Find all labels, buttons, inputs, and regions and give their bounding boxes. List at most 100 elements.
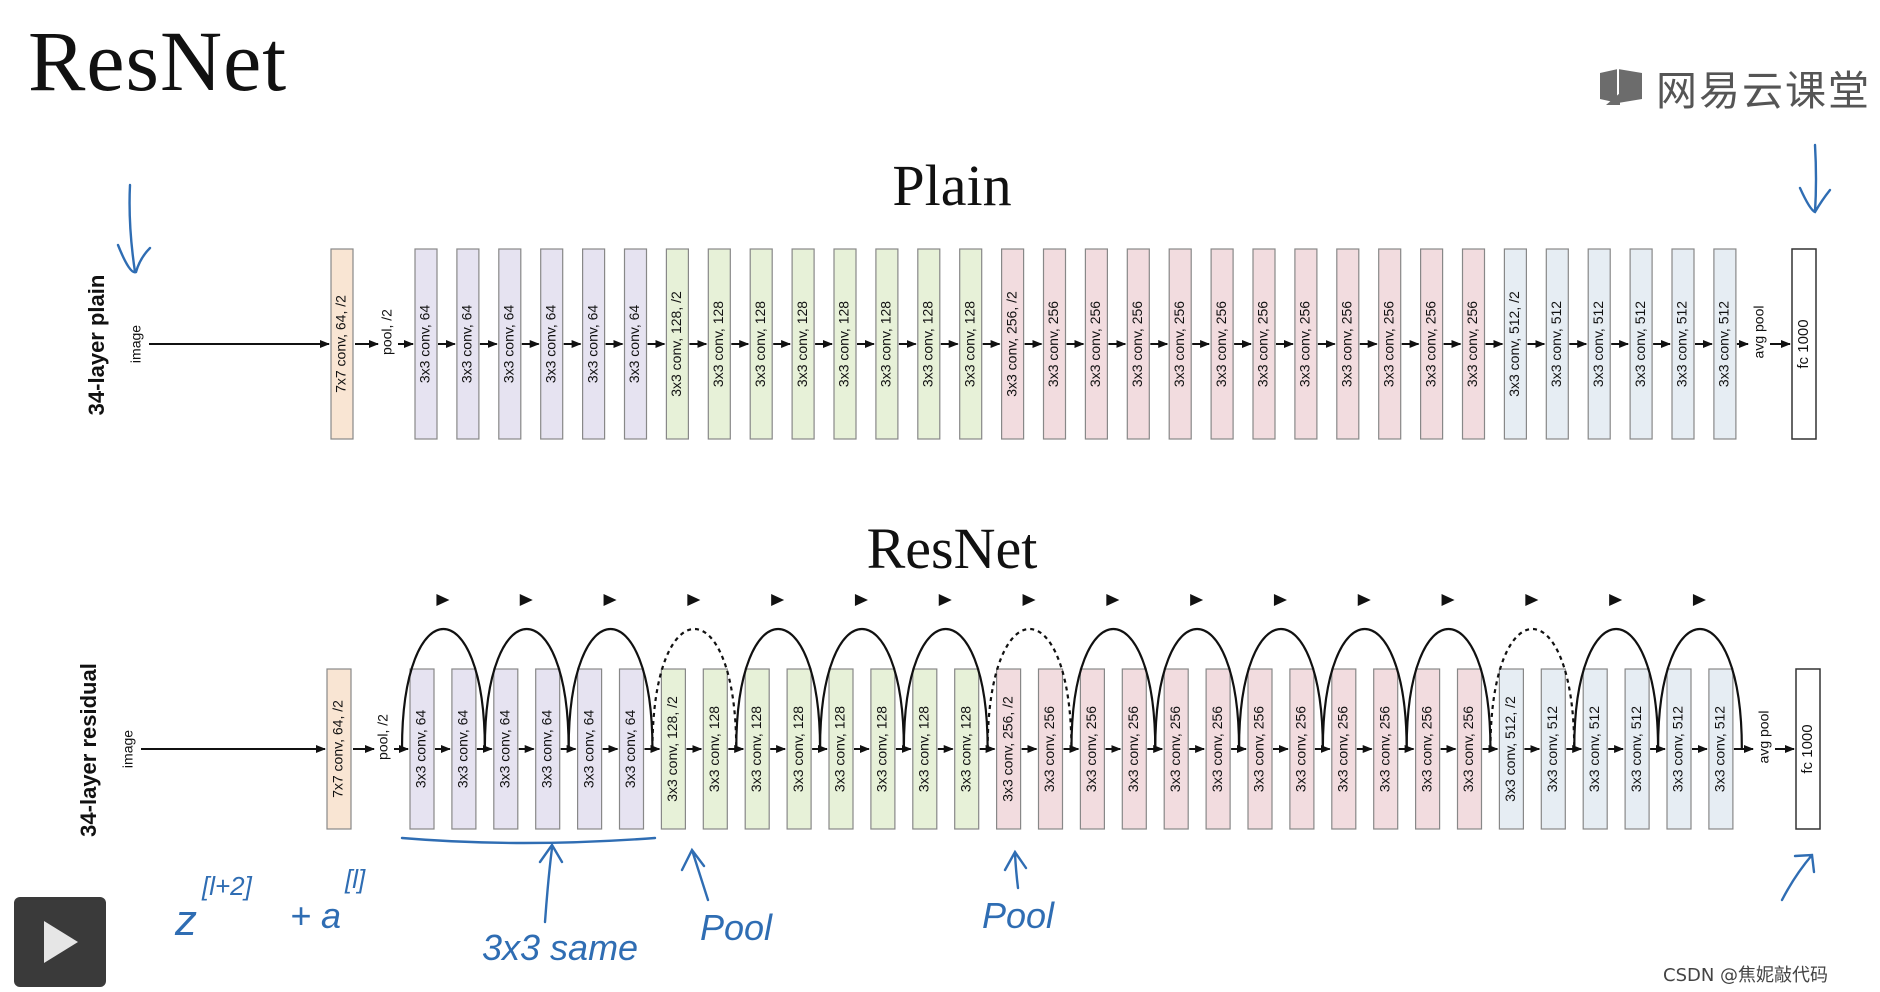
conv-layer-box xyxy=(1624,668,1650,830)
dashed-skip-connection xyxy=(651,628,738,750)
skip-arrowhead xyxy=(1441,594,1455,606)
conv-layer-box xyxy=(618,668,645,830)
conv-layer-box xyxy=(660,668,687,830)
conv-layer-box xyxy=(1294,248,1318,440)
conv-layer-box xyxy=(1666,668,1692,830)
conv-layer-label: 3x3 conv, 64 xyxy=(584,305,600,384)
conv-layer-box xyxy=(1210,248,1234,440)
conv-layer-label: 3x3 conv, 256 xyxy=(1083,706,1099,792)
conv-layer-box xyxy=(456,248,480,440)
conv-layer-label: 3x3 conv, 128 xyxy=(961,301,977,387)
conv-layer-box xyxy=(1289,668,1315,830)
conv-layer-box xyxy=(1336,248,1360,440)
conv-layer-label: 3x3 conv, 512 xyxy=(1632,301,1648,387)
conv-layer-label: 3x3 conv, 512 xyxy=(1716,301,1732,387)
skip-arrowhead xyxy=(1106,594,1120,606)
handwritten-text: z [l+2] + a [l] 3x3 same Pool Pool xyxy=(174,864,1055,968)
conv-layer-box xyxy=(581,248,606,440)
conv-layer-box xyxy=(1252,248,1276,440)
skip-connection xyxy=(1573,628,1660,750)
conv-layer-label: 3x3 conv, 64 xyxy=(413,710,429,789)
skip-connection xyxy=(400,628,486,750)
conv-layer-box xyxy=(1163,668,1189,830)
conv-layer-label: 3x3 conv, 512 xyxy=(1590,301,1606,387)
pool-note-1: Pool xyxy=(700,907,773,948)
conv-layer-box xyxy=(1629,248,1653,440)
conv7-box xyxy=(326,668,352,830)
conv-layer-label: 3x3 conv, 256 xyxy=(1293,706,1309,792)
brace-3x3 xyxy=(400,836,657,845)
conv-layer-box xyxy=(875,248,899,440)
conv-layer-label: 3x3 conv, 64 xyxy=(580,710,596,789)
a-superscript: [l] xyxy=(344,864,366,894)
conv-layer-label: 3x3 conv, 64 xyxy=(501,305,517,384)
book-logo-icon xyxy=(1600,69,1642,105)
conv-layer-label: 3x3 conv, 512 xyxy=(1544,706,1560,792)
conv-layer-box xyxy=(959,248,983,440)
conv-layer-box xyxy=(409,668,435,830)
conv-layer-label: 3x3 conv, 256, /2 xyxy=(1003,291,1019,397)
pool-label: pool, /2 xyxy=(375,714,391,760)
skip-connection xyxy=(483,628,570,750)
conv-layer-box xyxy=(1456,668,1483,830)
conv-layer-label: 3x3 conv, 64 xyxy=(455,710,471,789)
conv-layer-label: 3x3 conv, 512, /2 xyxy=(1506,291,1522,397)
skip-arrowhead xyxy=(1190,594,1204,606)
conv-layer-box xyxy=(702,668,728,830)
skip-arrowhead xyxy=(687,594,701,606)
conv7-label: 7x7 conv, 64, /2 xyxy=(333,295,349,393)
conv-layer-label: 3x3 conv, 256 xyxy=(1380,301,1396,387)
skip-arrowhead xyxy=(771,594,785,606)
residual-network: image 7x7 conv, 64, /2 pool, /2 3x3 conv, 6… xyxy=(120,594,1821,830)
input-label: image xyxy=(120,730,136,768)
conv-layer-box xyxy=(912,668,938,830)
conv-layer-box xyxy=(1247,668,1273,830)
conv-layer-label: 3x3 conv, 64 xyxy=(538,710,554,789)
skip-connection xyxy=(1321,628,1408,750)
skip-arrowhead xyxy=(1609,594,1623,606)
conv-layer-box xyxy=(1126,248,1150,440)
conv-layer-box xyxy=(1461,248,1486,440)
conv-layer-label: 3x3 conv, 256 xyxy=(1251,706,1267,792)
conv-layer-label: 3x3 conv, 128 xyxy=(832,706,848,792)
pool-label: pool, /2 xyxy=(379,309,395,355)
plus-a-label: + a xyxy=(290,895,341,936)
slide-title: ResNet xyxy=(28,13,288,109)
conv-layer-label: 3x3 conv, 512 xyxy=(1628,706,1644,792)
avgpool-label: avg pool xyxy=(1756,711,1772,764)
conv-layer-label: 3x3 conv, 256 xyxy=(1125,706,1141,792)
conv-layer-label: 3x3 conv, 256 xyxy=(1167,706,1183,792)
conv-layer-box xyxy=(1373,668,1399,830)
conv-layer-box xyxy=(1671,248,1695,440)
plain-network: image 7x7 conv, 64, /2 pool, /2 3x3 conv, 6… xyxy=(128,248,1817,440)
conv-layer-box xyxy=(995,668,1022,830)
conv-layer-label: 3x3 conv, 64 xyxy=(497,710,513,789)
play-button[interactable] xyxy=(14,897,106,987)
down-arrow-right xyxy=(1798,143,1832,214)
conv-layer-label: 3x3 conv, 256 xyxy=(1129,301,1145,387)
conv-layer-label: 3x3 conv, 128 xyxy=(706,706,722,792)
arrow-3x3 xyxy=(538,842,564,924)
conv-layer-label: 3x3 conv, 512 xyxy=(1586,706,1602,792)
skip-arrowhead xyxy=(436,594,450,606)
conv-layer-label: 3x3 conv, 128 xyxy=(920,301,936,387)
conv-layer-label: 3x3 conv, 128, /2 xyxy=(664,696,680,802)
conv7-label: 7x7 conv, 64, /2 xyxy=(330,700,346,798)
conv-layer-box xyxy=(1205,668,1231,830)
conv-layer-label: 3x3 conv, 256 xyxy=(1418,706,1434,792)
conv-layer-label: 3x3 conv, 256 xyxy=(1213,301,1229,387)
same-label: 3x3 same xyxy=(482,927,638,968)
conv-layer-label: 3x3 conv, 128 xyxy=(794,301,810,387)
input-label: image xyxy=(128,325,144,363)
conv-layer-box xyxy=(1713,248,1737,440)
conv-layer-label: 3x3 conv, 256 xyxy=(1460,706,1476,792)
conv-layer-box xyxy=(1331,668,1357,830)
skip-connection xyxy=(818,628,905,750)
conv-layer-label: 3x3 conv, 256 xyxy=(1209,706,1225,792)
conv-layer-box xyxy=(744,668,770,830)
conv-layer-box xyxy=(535,668,561,830)
conv-layer-box xyxy=(870,668,896,830)
skip-connection xyxy=(1154,628,1241,750)
conv-layer-label: 3x3 conv, 512 xyxy=(1548,301,1564,387)
conv-layer-box xyxy=(1545,248,1569,440)
